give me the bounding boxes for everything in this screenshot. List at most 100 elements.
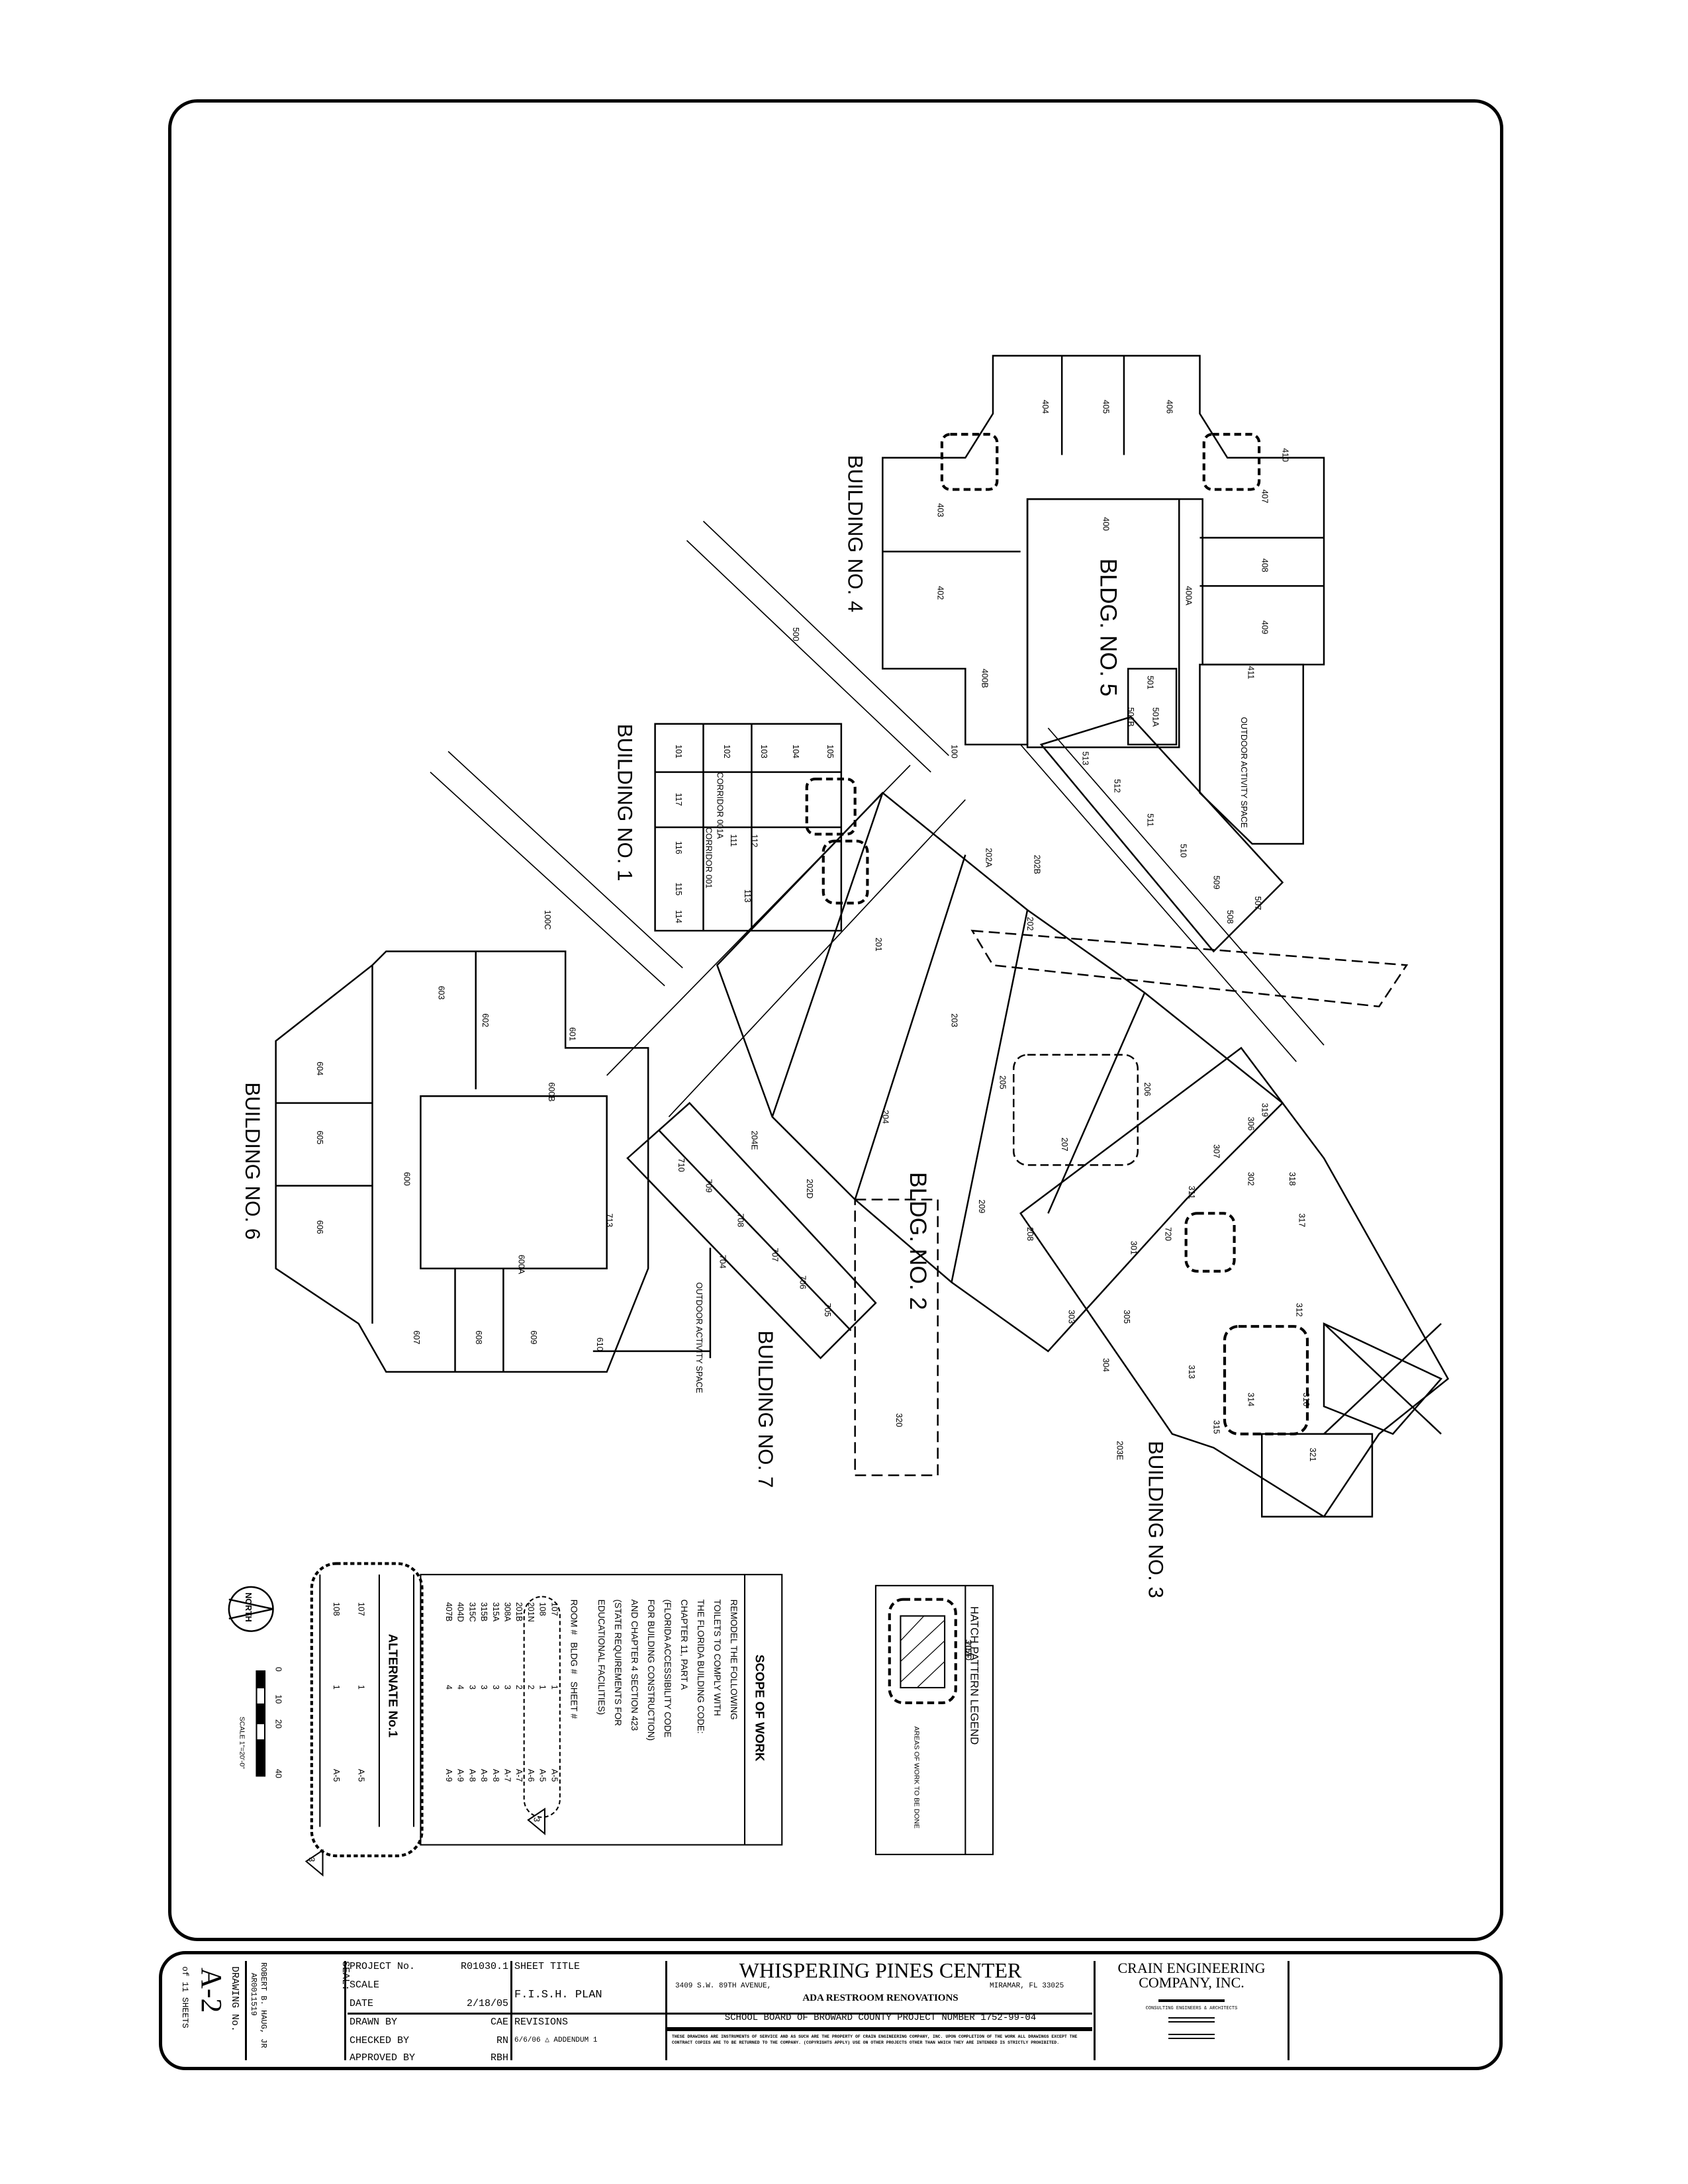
title-block: of 11 SHEETS A-2 DRAWING No. ROBERT B. H…: [159, 1951, 1503, 2070]
room-label: 102: [722, 745, 731, 758]
room-label: 501A: [1151, 707, 1160, 727]
room-label: 204: [880, 1110, 890, 1124]
scope-text-line: (FLORIDA ACCESSIBILITY CODE: [663, 1600, 673, 1738]
corridor-label: 500: [791, 627, 800, 641]
alternate-sheet: A-5: [357, 1769, 366, 1782]
alternate-bldg: 1: [357, 1685, 366, 1690]
room-label: 601: [567, 1027, 577, 1041]
room-label: 202D: [805, 1179, 814, 1199]
revisions-label: REVISIONS: [514, 2017, 569, 2028]
scope-room: 308A: [503, 1602, 512, 1622]
room-label: 513: [1080, 751, 1090, 765]
corridors: [430, 520, 1325, 1118]
building-label: BUILDING NO. 1: [613, 724, 636, 882]
scale-tick: 0: [274, 1667, 283, 1672]
room-label: 201: [874, 938, 883, 952]
building-label: BUILDING NO. 4: [843, 455, 867, 613]
room-label: 105: [825, 745, 835, 758]
firm-address-block: [1168, 2034, 1215, 2039]
room-label: 402: [936, 586, 945, 600]
scale-tick: 10: [274, 1694, 283, 1704]
room-label: 203E: [1115, 1441, 1125, 1460]
scope-text-line: REMODEL THE FOLLOWING: [729, 1600, 739, 1720]
room-label: 315F: [963, 1639, 972, 1659]
corridor-label: 100C: [543, 910, 552, 930]
scale-bar: [256, 1670, 266, 1777]
sheet-title-label: SHEET TITLE: [514, 1961, 581, 1972]
room-label: 608: [474, 1330, 483, 1344]
scope-bldg: 1: [549, 1685, 559, 1690]
room-label: 602: [481, 1013, 490, 1027]
room-label: 501: [1145, 676, 1154, 690]
architect-name: ROBERT B. HAUG, JR: [259, 1962, 268, 2048]
scope-sheet: A-7: [514, 1769, 524, 1782]
room-label: 204E: [749, 1130, 759, 1150]
building-2: [716, 792, 1409, 1477]
scope-text-line: TOILETS TO COMPLY WITH: [712, 1600, 722, 1716]
scope-room: 404D: [456, 1602, 465, 1622]
room-label: 400A: [1184, 586, 1194, 606]
scope-room: 107: [549, 1602, 559, 1616]
scope-bldg: 3: [491, 1685, 500, 1690]
scope-sheet: A-5: [538, 1769, 547, 1782]
room-label: 302: [1246, 1172, 1255, 1186]
room-label: 501B: [1126, 707, 1135, 727]
room-label: 305: [1122, 1310, 1131, 1324]
room-label: 704: [718, 1255, 727, 1269]
room-label: 709: [704, 1179, 714, 1193]
scope-box: [305, 1562, 783, 1877]
scope-text-line: AND CHAPTER 4 SECTION 423: [630, 1600, 639, 1731]
room-label: 605: [315, 1130, 324, 1144]
room-label: 706: [798, 1275, 807, 1289]
room-label: 510: [1178, 844, 1188, 858]
scope-bldg: 3: [503, 1685, 512, 1690]
room-label: 406: [1165, 400, 1174, 414]
scope-room: 315A: [491, 1602, 500, 1622]
scope-room: 407B: [444, 1602, 453, 1621]
room-label: 104: [791, 745, 800, 758]
room-label: 307: [1211, 1144, 1221, 1158]
address: 3409 S.W. 89TH AVENUE,: [675, 1982, 772, 1990]
room-label: 508: [1225, 910, 1235, 924]
scope-sheet: A-5: [549, 1769, 559, 1782]
room-label: 610: [595, 1338, 604, 1351]
scale-field-label: SCALE: [350, 1979, 380, 1991]
sheet-title: F.I.S.H. PLAN: [514, 1989, 602, 2001]
building-label: BLDG. NO. 2: [905, 1172, 931, 1310]
room-label: 202B: [1033, 855, 1042, 874]
revision-entry: 6/6/06 △ ADDENDUM 1: [514, 2036, 598, 2044]
room-label: 205: [998, 1075, 1007, 1089]
room-label: 117: [674, 793, 683, 806]
board-project-number: SCHOOL BOARD OF BROWARD COUNTY PROJECT N…: [724, 2013, 1037, 2023]
corridor-label: CORRIDOR 001: [704, 827, 714, 888]
scope-text-line: THE FLORIDA BUILDING CODE:: [696, 1600, 706, 1734]
room-label: 304: [1102, 1358, 1111, 1372]
room-label: 511: [1145, 813, 1154, 827]
revision-delta-icon: [305, 1848, 324, 1877]
room-label: 410: [1281, 448, 1290, 462]
corridor-label: CORRIDOR 001A: [715, 772, 724, 839]
city: MIRAMAR, FL 33025: [990, 1982, 1064, 1990]
room-label: 209: [977, 1200, 986, 1214]
building-6: [275, 950, 712, 1373]
room-label: 710: [677, 1158, 686, 1172]
scale-tick: 40: [274, 1769, 283, 1778]
building-5: [1039, 715, 1284, 953]
scope-bldg: 3: [479, 1685, 489, 1690]
scope-room: 201B: [514, 1602, 524, 1621]
room-label: 604: [315, 1062, 324, 1075]
project-no-row: PROJECT No.R01030.1: [350, 1961, 508, 1972]
scope-sheet: A-9: [456, 1769, 465, 1782]
scope-room: 315C: [467, 1602, 477, 1622]
scope-text-line: CHAPTER 11, PART A: [679, 1600, 689, 1690]
room-label: 705: [823, 1303, 832, 1317]
room-label: 103: [759, 745, 769, 758]
drawing-border: [168, 99, 1503, 1941]
room-label: 713: [605, 1213, 614, 1227]
drawing-number: A-2: [195, 1968, 228, 2013]
